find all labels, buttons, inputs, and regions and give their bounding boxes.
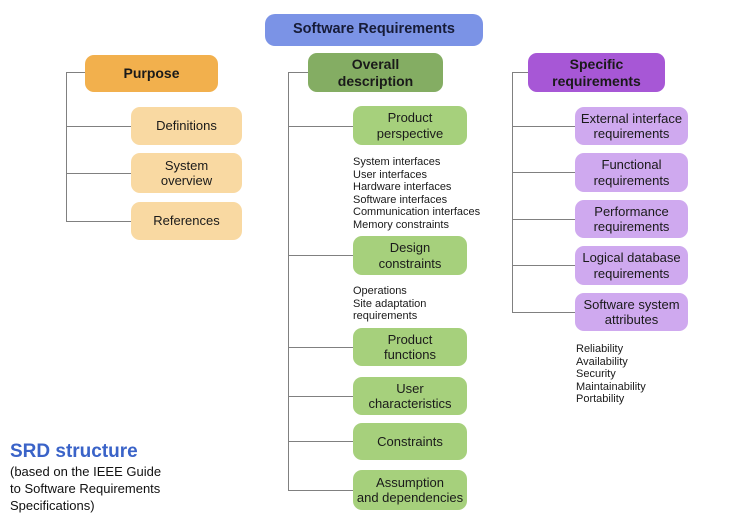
- note-item: Reliability: [576, 343, 624, 355]
- node-label: Constraints: [377, 433, 443, 449]
- note-item: Memory constraints: [353, 218, 449, 231]
- node-definitions: Definitions: [131, 107, 242, 145]
- node-label: External interface requirements: [580, 110, 683, 141]
- note-item: Portability: [576, 393, 625, 405]
- connector-specific-trunk: [512, 72, 513, 312]
- note-item: Maintainability: [576, 380, 646, 393]
- diagram-subtitle: (based on the IEEE Guide to Software Req…: [10, 464, 162, 513]
- node-label: User characteristics: [368, 380, 452, 411]
- connector-branch-user-characteristics: [288, 396, 353, 397]
- connector-branch-constraints: [288, 441, 353, 442]
- node-performance-requirements: Performance requirements: [575, 200, 688, 238]
- connector-branch-external-interface: [512, 126, 575, 127]
- node-label: Software system attributes: [583, 296, 680, 327]
- node-logical-database-requirements: Logical database requirements: [575, 246, 688, 285]
- node-specific-requirements: Specific requirements: [528, 53, 665, 92]
- node-label: Overall description: [337, 55, 414, 89]
- node-label: References: [153, 213, 220, 229]
- node-label: Functional requirements: [593, 157, 670, 188]
- connector-overall-trunk: [288, 72, 289, 490]
- connector-branch-performance: [512, 219, 575, 220]
- connector-branch-product-functions: [288, 347, 353, 348]
- connector-purpose-trunk: [66, 72, 67, 221]
- note-item: Hardware interfaces: [353, 181, 452, 193]
- node-label: Purpose: [123, 65, 180, 82]
- node-product-perspective: Product perspective: [353, 106, 467, 145]
- connector-branch-assumption: [288, 490, 353, 491]
- notes-software-system-attributes: Reliability Availability Security Mainta…: [576, 343, 646, 406]
- node-user-characteristics: User characteristics: [353, 377, 467, 415]
- node-functional-requirements: Functional requirements: [575, 153, 688, 192]
- note-item: Security: [576, 368, 616, 380]
- node-software-system-attributes: Software system attributes: [575, 293, 688, 331]
- note-item: Communication interfaces: [353, 206, 481, 218]
- note-item: User interfaces: [353, 168, 427, 181]
- note-item: Operations: [353, 285, 407, 297]
- node-product-functions: Product functions: [353, 328, 467, 366]
- node-label: Design constraints: [378, 240, 442, 271]
- connector-branch-logical-database: [512, 265, 575, 266]
- node-label: Specific requirements: [552, 55, 641, 89]
- connector-branch-functional: [512, 172, 575, 173]
- node-assumption-and-dependencies: Assumption and dependencies: [353, 470, 467, 510]
- connector-branch-definitions: [66, 126, 131, 127]
- node-label: Assumption and dependencies: [356, 474, 464, 505]
- node-label: Logical database requirements: [582, 250, 681, 281]
- node-label: Performance requirements: [593, 203, 670, 234]
- note-item: Site adaptation requirements: [353, 297, 427, 323]
- notes-design-constraints: Operations Site adaptation requirements: [353, 285, 426, 323]
- node-external-interface-requirements: External interface requirements: [575, 107, 688, 145]
- connector-branch-design-constraints: [288, 255, 353, 256]
- node-label: System overview: [160, 157, 213, 188]
- node-constraints: Constraints: [353, 423, 467, 460]
- connector-specific-stub: [512, 72, 528, 73]
- connector-branch-product-perspective: [288, 126, 353, 127]
- node-system-overview: System overview: [131, 153, 242, 193]
- connector-branch-system-overview: [66, 173, 131, 174]
- note-item: System interfaces: [353, 156, 441, 168]
- note-item: Availability: [576, 355, 628, 368]
- node-purpose: Purpose: [85, 55, 218, 92]
- node-label: Product functions: [383, 331, 437, 362]
- node-label: Software Requirements: [293, 21, 455, 38]
- connector-purpose-stub: [66, 72, 85, 73]
- node-references: References: [131, 202, 242, 240]
- node-software-requirements: Software Requirements: [265, 14, 483, 46]
- connector-overall-stub: [288, 72, 308, 73]
- notes-product-perspective: System interfaces User interfaces Hardwa…: [353, 156, 480, 231]
- connector-branch-references: [66, 221, 131, 222]
- node-label: Product perspective: [376, 110, 444, 141]
- node-design-constraints: Design constraints: [353, 236, 467, 275]
- diagram-title: SRD structure: [10, 441, 138, 462]
- note-item: Software interfaces: [353, 193, 448, 206]
- node-label: Definitions: [156, 118, 217, 134]
- connector-branch-software-attributes: [512, 312, 575, 313]
- node-overall-description: Overall description: [308, 53, 443, 92]
